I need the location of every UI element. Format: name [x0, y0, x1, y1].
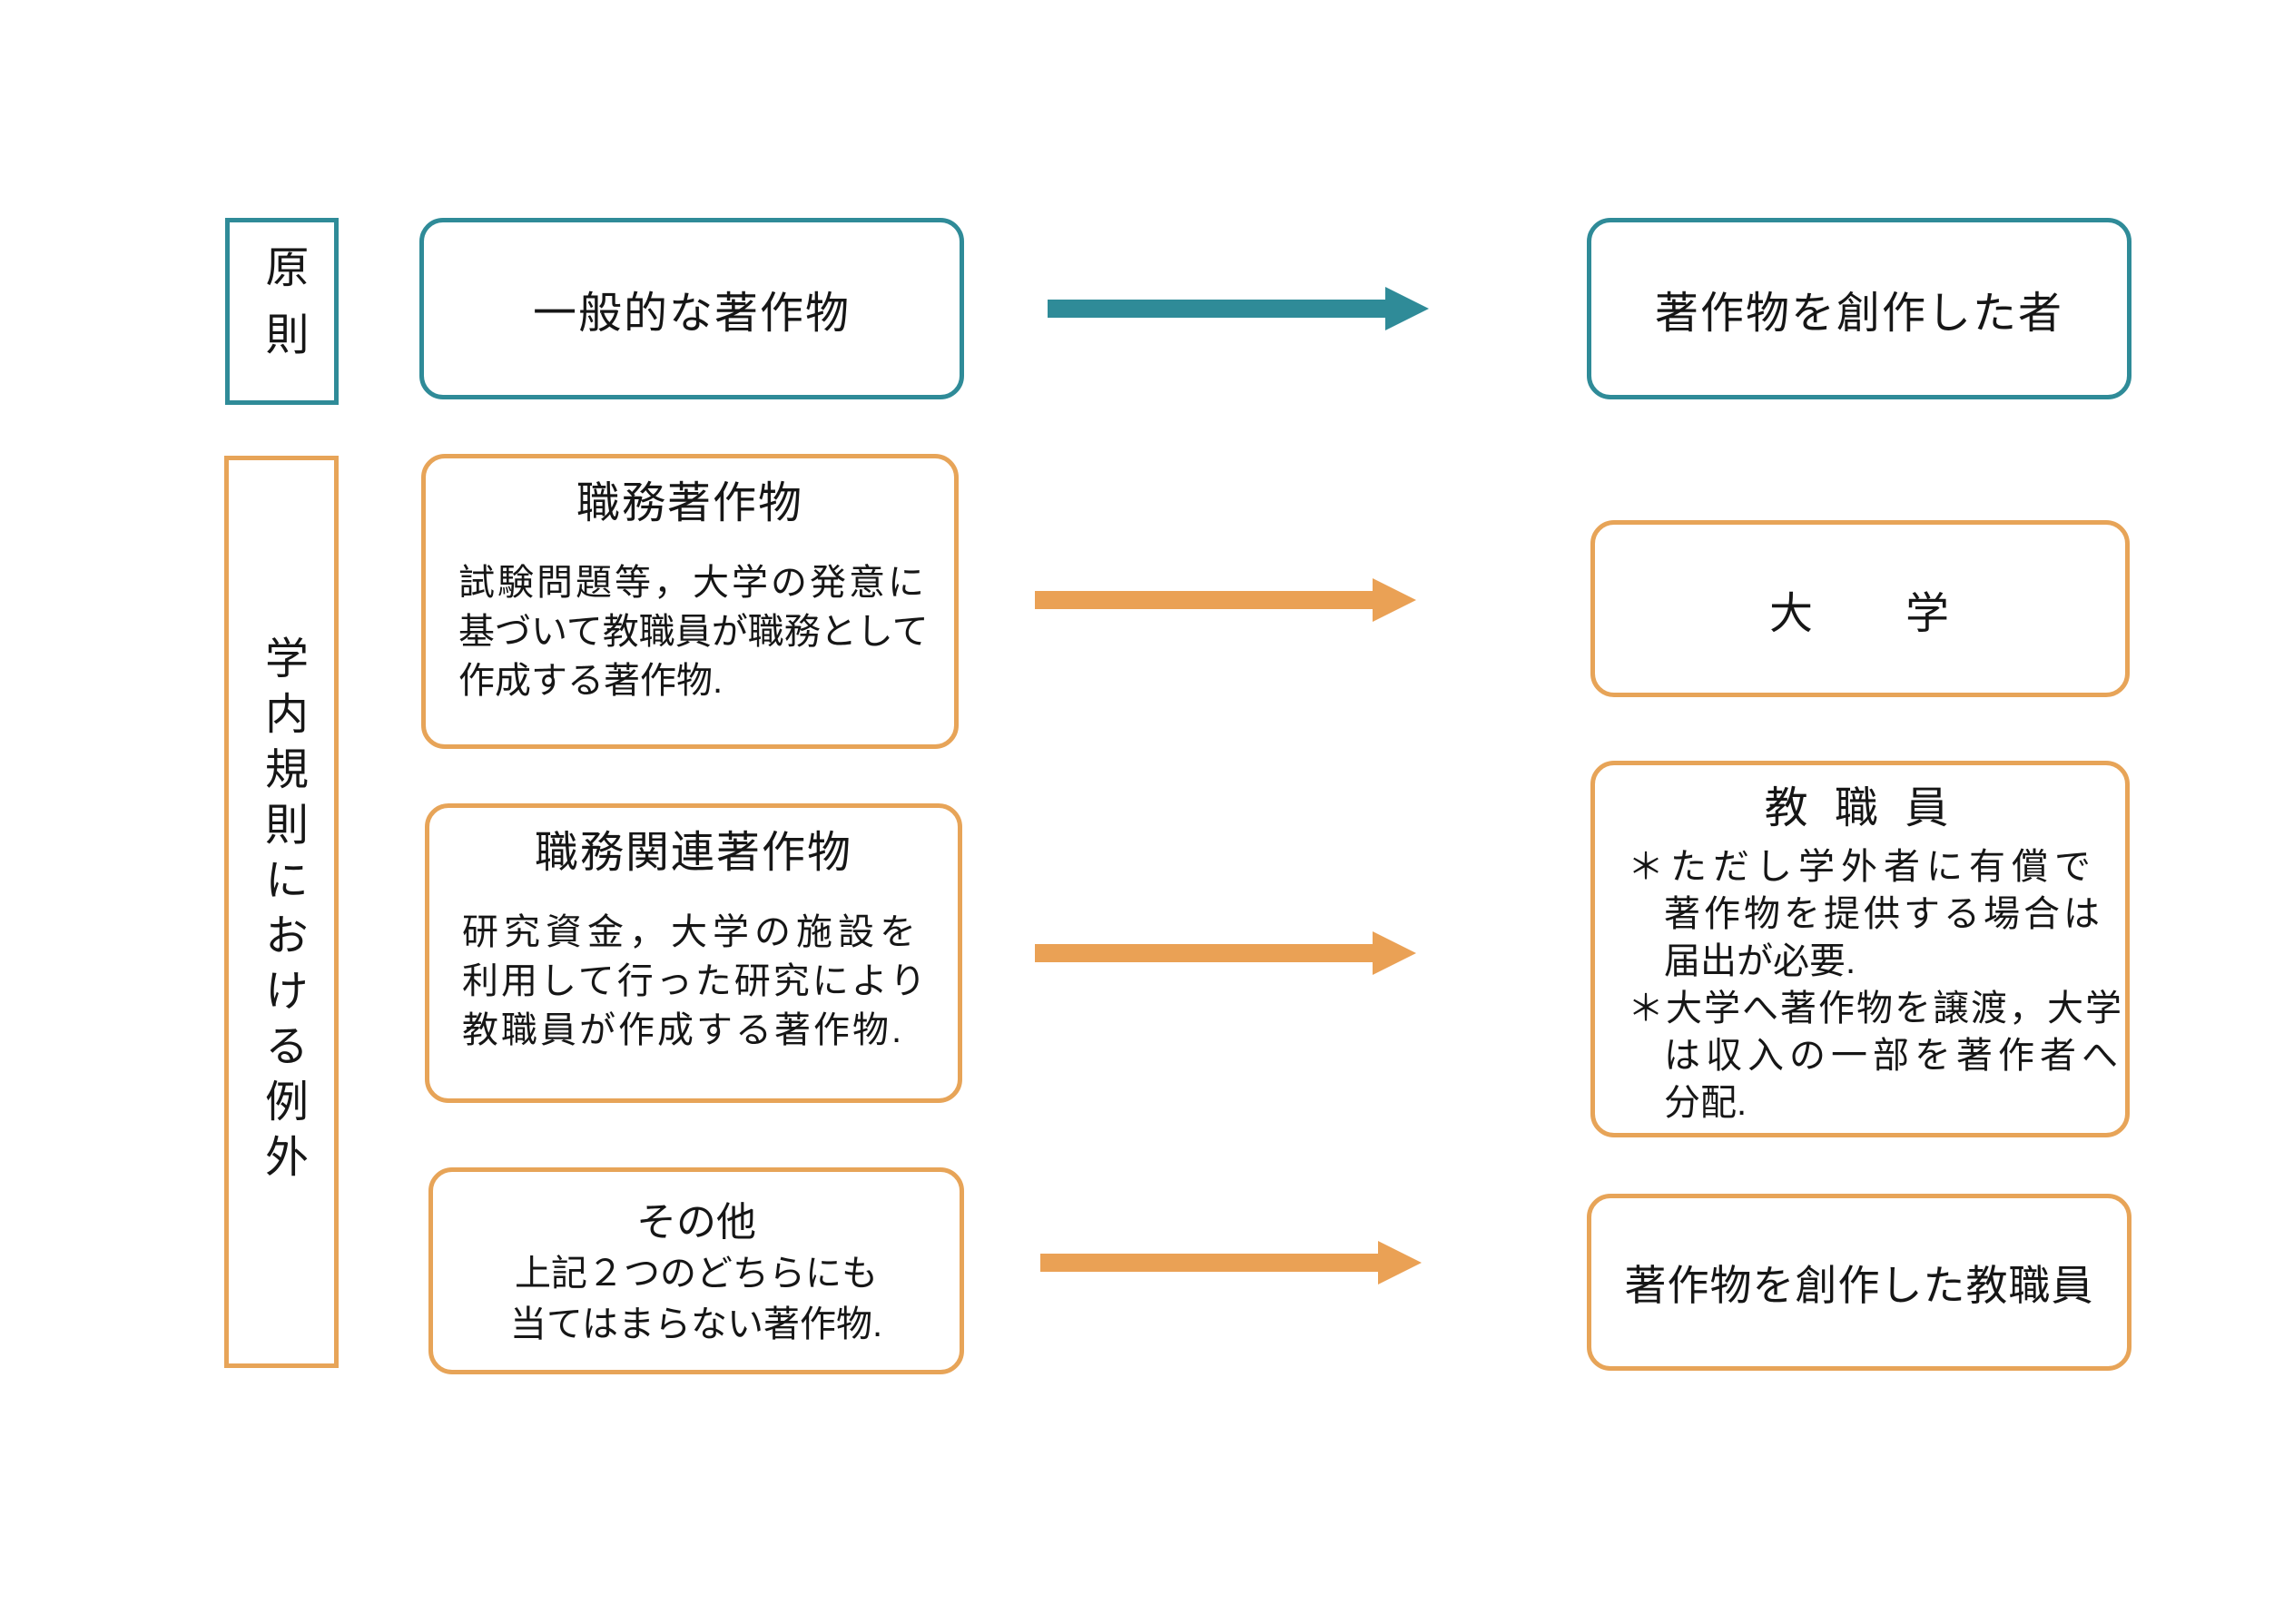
- general-work-box: 一般的な著作物: [419, 218, 964, 399]
- work-for-hire-description: 試験問題等，大学の発意に 基づいて教職員が職務として 作成する著作物.: [426, 558, 954, 705]
- other-works-line: 上記２つのどちらにも: [515, 1254, 878, 1294]
- principle-row-label: 原則: [258, 244, 307, 379]
- description-line: 利用して行った研究により: [462, 961, 929, 1001]
- exception-group-label: 学内規則における例外: [258, 635, 306, 1189]
- creator-box: 著作物を創作した者: [1587, 218, 2131, 399]
- work-for-hire-box: 職務著作物 試験問題等，大学の発意に 基づいて教職員が職務として 作成する著作物…: [421, 454, 959, 749]
- other-works-box: その他 上記２つのどちらにも 当てはまらない著作物.: [428, 1167, 964, 1374]
- exception-group-label-box: 学内規則における例外: [224, 456, 339, 1368]
- creator-staff-box: 著作物を創作した教職員: [1587, 1194, 2131, 1371]
- general-work-label: 一般的な著作物: [532, 290, 851, 338]
- faculty-staff-box: 教 職 員 ＊ただし学外者に有償で 著作物を提供する場合は 届出が必要. ＊大学…: [1590, 761, 2130, 1137]
- other-works-line: 当てはまらない著作物.: [509, 1304, 883, 1344]
- principle-row-label-box: 原則: [225, 218, 339, 405]
- university-label: 大 学: [1768, 589, 1951, 638]
- duty-related-description: 研究資金，大学の施設を 利用して行った研究により 教職員が作成する著作物.: [429, 908, 958, 1055]
- creator-label: 著作物を創作した者: [1654, 290, 2063, 338]
- note-line: ＊ただし学外者に有償で: [1628, 847, 2097, 887]
- creator-staff-label: 著作物を創作した教職員: [1624, 1261, 2094, 1309]
- duty-related-box: 職務関連著作物 研究資金，大学の施設を 利用して行った研究により 教職員が作成す…: [425, 803, 962, 1103]
- description-line: 試験問題等，大学の発意に: [458, 563, 927, 603]
- note-line: 届出が必要.: [1664, 941, 1856, 981]
- work-for-hire-right-arrow-icon: [1035, 578, 1416, 622]
- description-line: 研究資金，大学の施設を: [462, 912, 921, 952]
- university-box: 大 学: [1590, 520, 2130, 697]
- faculty-staff-notes: ＊ただし学外者に有償で 著作物を提供する場合は 届出が必要. ＊大学へ著作物を譲…: [1595, 843, 2125, 1127]
- note-line: 分配.: [1664, 1083, 1747, 1123]
- duty-related-title: 職務関連著作物: [534, 829, 852, 877]
- duty-related-right-arrow-icon: [1035, 931, 1416, 975]
- description-line: 教職員が作成する著作物.: [462, 1010, 905, 1050]
- work-for-hire-title: 職務著作物: [576, 479, 803, 527]
- description-line: 基づいて教職員が職務として: [458, 612, 929, 652]
- other-works-title: その他: [636, 1200, 756, 1245]
- note-line: 著作物を提供する場合は: [1664, 894, 2103, 934]
- note-line: ＊大学へ著作物を譲渡，大学: [1628, 989, 2123, 1029]
- other-works-right-arrow-icon: [1040, 1241, 1422, 1284]
- principle-right-arrow-icon: [1048, 287, 1429, 330]
- note-line: は収入の一部を著作者へ: [1664, 1036, 2123, 1076]
- description-line: 作成する著作物.: [458, 661, 724, 701]
- faculty-staff-title: 教 職 員: [1764, 784, 1956, 832]
